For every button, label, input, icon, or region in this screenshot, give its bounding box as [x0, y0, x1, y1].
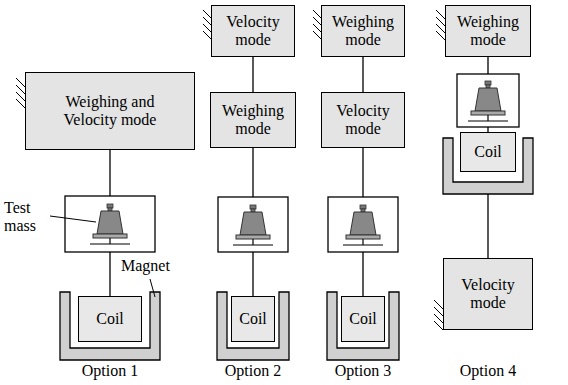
node-text: Weighing and Velocity mode	[48, 93, 173, 130]
coil-box: Coil	[460, 132, 516, 172]
node-text: Coil	[96, 310, 124, 328]
node-text: Coil	[239, 310, 267, 328]
hatch-tick	[436, 31, 445, 40]
mode-box: Weighing mode	[210, 92, 296, 148]
node-text: Coil	[349, 310, 377, 328]
mode-box: Weighing and Velocity mode	[25, 72, 195, 150]
mode-box: Velocity mode	[443, 258, 533, 330]
node-text: Coil	[474, 143, 502, 161]
node-text: Velocity mode	[448, 276, 528, 313]
node-text: Weighing mode	[215, 102, 291, 139]
hatch-tick	[434, 321, 443, 330]
connector-line	[362, 57, 363, 92]
mode-box: Velocity mode	[211, 5, 295, 57]
option-caption: Option 4	[438, 362, 538, 380]
mode-box: Velocity mode	[321, 92, 405, 148]
connector-line	[252, 57, 253, 92]
coil-box: Coil	[78, 296, 142, 342]
mode-box: Weighing mode	[321, 5, 405, 57]
part-label: Test mass	[4, 199, 50, 236]
node-text: Velocity mode	[325, 102, 401, 139]
mode-box: Weighing mode	[445, 5, 531, 57]
hatch-tick	[16, 99, 25, 108]
part-label: Magnet	[121, 257, 181, 275]
leader-lines	[50, 216, 155, 297]
option-caption: Option 3	[313, 362, 413, 380]
coil-box: Coil	[231, 296, 275, 342]
option-caption: Option 2	[203, 362, 303, 380]
option-caption: Option 1	[60, 362, 160, 380]
node-text: Velocity mode	[215, 13, 291, 50]
ground-hatch	[16, 10, 445, 330]
coil-box: Coil	[341, 296, 385, 342]
node-text: Weighing mode	[325, 13, 401, 50]
node-text: Weighing mode	[450, 13, 526, 50]
